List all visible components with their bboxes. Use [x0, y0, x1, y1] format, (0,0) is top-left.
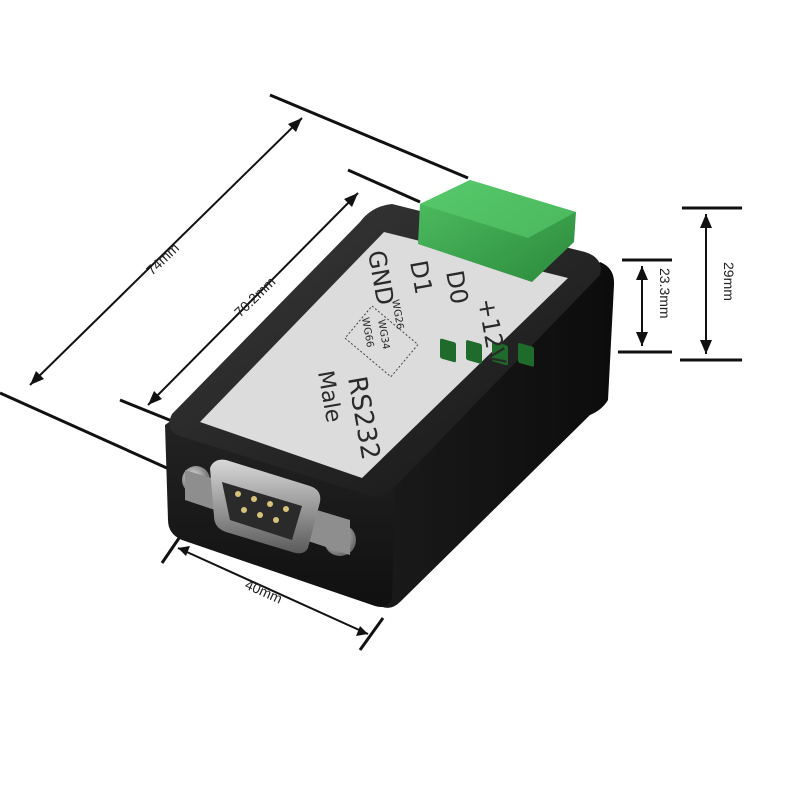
dimension-lines [0, 93, 742, 651]
terminal-label-d1: D1 [404, 258, 437, 296]
label-text: +12V D0 D1 GND WG26 WG34 WG66 RS232 Male [312, 248, 511, 462]
converter-device [165, 204, 615, 608]
db9-pins [235, 491, 289, 523]
option-box [344, 305, 419, 378]
body-side-face [378, 262, 615, 608]
dimension-arrowheads [30, 118, 712, 636]
dim-length-outer: 74mm [143, 240, 182, 279]
label-sticker [200, 232, 568, 478]
terminal-label-d0: D0 [440, 268, 473, 306]
db9-connector [182, 459, 356, 556]
option-wg66: WG66 [359, 317, 375, 349]
dim-width: 40mm [243, 576, 285, 606]
terminal-block [418, 180, 576, 367]
option-wg34: WG34 [375, 319, 391, 351]
dim-height-body: 23.3mm [657, 268, 673, 319]
dim-height-total: 29mm [721, 262, 737, 301]
option-wg26: WG26 [389, 299, 405, 331]
